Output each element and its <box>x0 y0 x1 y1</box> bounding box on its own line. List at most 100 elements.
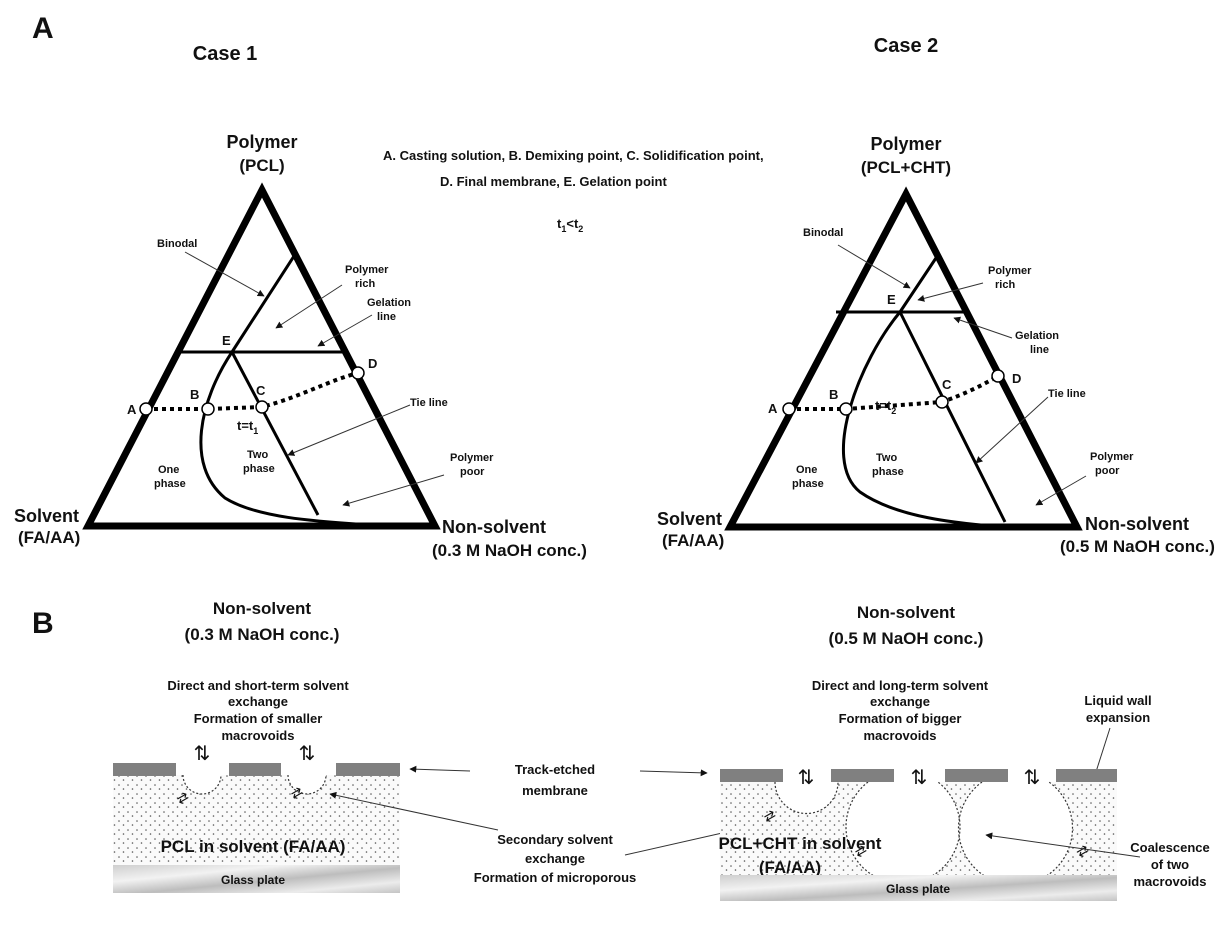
case1-rich-arrow <box>275 284 343 329</box>
case1-tie-label: Tie line <box>410 397 448 409</box>
case2-polymer-sub: (PCL+CHT) <box>861 158 951 177</box>
secondary-label-3: Formation of microporous <box>474 870 637 885</box>
case2-tie-line <box>898 311 1007 523</box>
case1-binodal-label: Binodal <box>157 238 197 250</box>
case1-polymer-label: Polymer <box>226 132 297 152</box>
left-glass-label: Glass plate <box>221 873 285 887</box>
legend-line-2: D. Final membrane, E. Gelation point <box>440 174 667 189</box>
right-membrane-segment-4 <box>1056 769 1117 782</box>
right-membrane-segment-2 <box>831 769 894 782</box>
case1-label-d: D <box>368 356 377 371</box>
case2-poor-arrow <box>1035 475 1087 506</box>
case1-label-c: C <box>256 383 266 398</box>
case2-title: Case 2 <box>874 35 939 57</box>
case2-label-c: C <box>942 377 952 392</box>
right-glass-plate <box>720 875 1117 901</box>
case2-two-phase-2: phase <box>872 466 904 478</box>
right-nonsolvent-sub: (0.5 M NaOH conc.) <box>829 629 984 648</box>
case1-binodal-curve <box>199 351 386 528</box>
case2-rich-label-1: Polymer <box>988 265 1032 277</box>
coalescence-label-1: Coalescence <box>1130 840 1210 855</box>
right-membrane-segment-1 <box>720 769 783 782</box>
case2-triangle <box>724 186 1083 531</box>
left-macrovoid-1 <box>182 774 222 795</box>
left-desc-4: macrovoids <box>222 728 295 743</box>
case2-binodal-arrow <box>837 244 911 289</box>
left-desc-3: Formation of smaller <box>194 711 323 726</box>
case2-label-d: D <box>1012 371 1021 386</box>
left-solution-label: PCL in solvent (FA/AA) <box>161 837 346 856</box>
case1-poor-label-2: poor <box>460 466 485 478</box>
case2-path <box>789 374 1000 411</box>
right-macrovoid-1 <box>774 781 839 815</box>
case2-gelation-label-1: Gelation <box>1015 330 1059 342</box>
case1-solvent-label: Solvent <box>14 506 79 526</box>
case1-diagram: Case 1 Polymer (PCL) A B C D E Binodal P… <box>14 43 587 560</box>
left-membrane-segment-3 <box>336 763 400 776</box>
case2-one-phase-2: phase <box>792 478 824 490</box>
case1-two-phase-1: Two <box>247 449 268 461</box>
case2-point-a <box>782 402 796 416</box>
case1-gelation-arrow <box>317 314 373 347</box>
case2-label-a: A <box>768 401 778 416</box>
case1-solvent-sub: (FA/AA) <box>18 528 80 547</box>
case1-label-a: A <box>127 402 137 417</box>
case1-tie-line <box>230 351 320 516</box>
left-glass-plate <box>113 865 400 893</box>
case1-triangle <box>82 182 441 530</box>
right-exchange-arrows-2: ⇅ <box>911 767 928 789</box>
track-arrow-left <box>409 765 471 773</box>
case1-gelation-label-1: Gelation <box>367 297 411 309</box>
case1-tie-arrow <box>287 404 411 456</box>
case2-nonsolvent-sub: (0.5 M NaOH conc.) <box>1060 537 1215 556</box>
case1-rich-label-1: Polymer <box>345 264 389 276</box>
left-exchange-arrows-1: ⇅ <box>194 743 211 765</box>
right-membrane-segment-3 <box>945 769 1008 782</box>
case1-rich-label-2: rich <box>355 278 375 290</box>
case1-binodal-upper <box>230 252 298 353</box>
left-desc-2: exchange <box>228 694 288 709</box>
right-exchange-arrows-1: ⇅ <box>798 767 815 789</box>
case1-point-a <box>139 402 153 416</box>
right-liquid-wall-1: Liquid wall <box>1084 693 1151 708</box>
case2-gelation-arrow <box>953 316 1013 339</box>
case2-time: t=t2 <box>875 398 896 416</box>
right-desc-1: Direct and long-term solvent <box>812 678 989 693</box>
secondary-label-1: Secondary solvent <box>497 832 613 847</box>
case1-one-phase-1: One <box>158 464 179 476</box>
case2-poor-label-2: poor <box>1095 465 1120 477</box>
case2-polymer-label: Polymer <box>870 134 941 154</box>
panel-b-left: Non-solvent (0.3 M NaOH conc.) Direct an… <box>113 599 400 893</box>
secondary-label-2: exchange <box>525 851 585 866</box>
coalescence-label-3: macrovoids <box>1134 874 1207 889</box>
case1-poor-arrow <box>342 474 445 507</box>
case2-solvent-sub: (FA/AA) <box>662 531 724 550</box>
case2-point-d <box>991 369 1005 383</box>
case1-point-d <box>351 366 365 380</box>
case2-gelation-label-2: line <box>1030 344 1049 356</box>
case2-point-b <box>839 402 853 416</box>
right-desc-4: macrovoids <box>864 728 937 743</box>
right-liquid-wall-2: expansion <box>1086 710 1150 725</box>
left-nonsolvent: Non-solvent <box>213 599 312 618</box>
right-desc-2: exchange <box>870 694 930 709</box>
coalescence-label-2: of two <box>1151 857 1189 872</box>
track-label-1: Track-etched <box>515 762 595 777</box>
left-exchange-arrows-2: ⇅ <box>299 743 316 765</box>
case1-nonsolvent-label: Non-solvent <box>442 517 546 537</box>
case2-rich-label-2: rich <box>995 279 1015 291</box>
panel-b-center: Track-etched membrane Secondary solvent … <box>329 762 763 885</box>
panel-b-label: B <box>32 607 54 640</box>
case2-two-phase-1: Two <box>876 452 897 464</box>
right-nonsolvent: Non-solvent <box>857 603 956 622</box>
right-glass-label: Glass plate <box>886 882 950 896</box>
case2-rich-arrow <box>917 282 984 302</box>
case1-point-c <box>255 400 269 414</box>
case2-nonsolvent-label: Non-solvent <box>1085 514 1189 534</box>
case1-label-e: E <box>222 333 231 348</box>
coalescence-arrow <box>985 832 1141 858</box>
case1-title: Case 1 <box>193 43 258 65</box>
case1-time: t=t1 <box>237 418 258 436</box>
left-nonsolvent-sub: (0.3 M NaOH conc.) <box>185 625 340 644</box>
